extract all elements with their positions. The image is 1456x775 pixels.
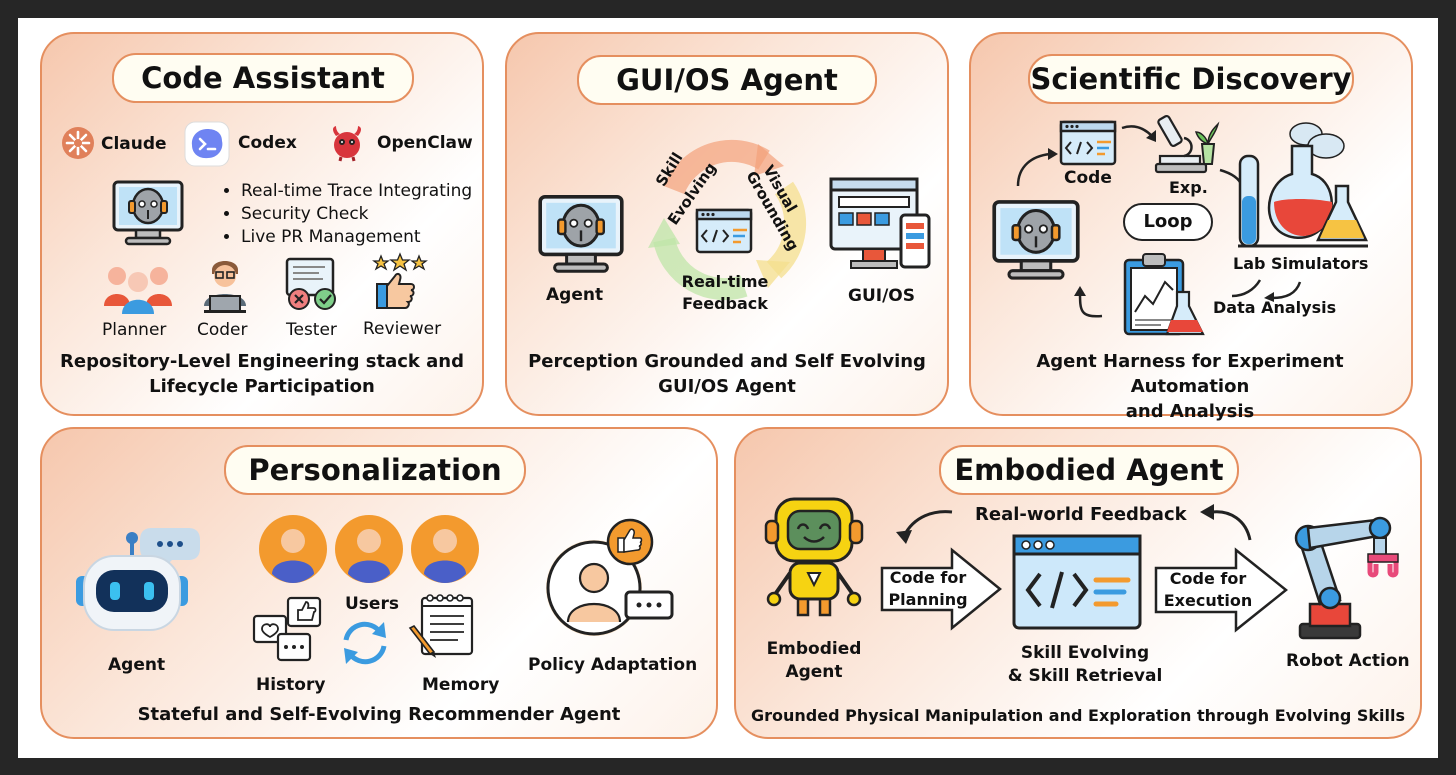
agent-label-line: Embodied (766, 639, 862, 659)
skill-code-window-icon (1012, 534, 1142, 630)
users-label: Users (345, 594, 399, 614)
skill-label-line: & Skill Retrieval (1007, 666, 1163, 686)
gui-screens-icon (829, 177, 931, 269)
title-code-assistant: Code Assistant (112, 53, 414, 103)
title-gui-os-agent: GUI/OS Agent (577, 55, 877, 105)
arrow-label-line: Execution (1163, 591, 1253, 610)
caption-line: Lifecycle Participation (149, 376, 375, 397)
memory-label: Memory (422, 675, 500, 695)
cycle-label-line: Feedback (682, 294, 768, 313)
code-for-planning-label: Code for Planning (880, 567, 976, 611)
robot-action-label: Robot Action (1286, 651, 1410, 671)
user-avatar-icon (335, 515, 403, 583)
evolution-cycle-arrows-icon (648, 139, 807, 301)
scientific-agent-monitor-icon (992, 200, 1080, 280)
caption-line: Agent Harness for Experiment Automation (1036, 351, 1344, 397)
claude-logo-icon (62, 127, 94, 159)
caption-scientific-discovery: Agent Harness for Experiment Automation … (980, 349, 1400, 424)
robot-monitor-icon (112, 180, 184, 246)
caption-line: Repository-Level Engineering stack and (60, 351, 464, 372)
skill-evolving-retrieval-label: Skill Evolving & Skill Retrieval (1000, 642, 1170, 688)
lab-flasks-icon (1238, 122, 1368, 248)
tool-codex-label: Codex (238, 133, 297, 153)
skill-label-line: Skill Evolving (1020, 643, 1150, 663)
data-clipboard-icon (1123, 253, 1205, 336)
code-window-small-icon (1059, 120, 1117, 166)
role-tester-label: Tester (286, 320, 337, 340)
role-reviewer-label: Reviewer (363, 319, 442, 339)
coder-person-icon (204, 261, 246, 313)
caption-personalization: Stateful and Self-Evolving Recommender A… (137, 704, 621, 725)
loop-badge: Loop (1123, 203, 1213, 241)
history-label: History (256, 675, 326, 695)
codex-logo-icon (184, 121, 230, 167)
role-coder-label: Coder (197, 320, 248, 340)
openclaw-logo-icon (333, 126, 361, 162)
title-personalization: Personalization (224, 445, 526, 495)
code-for-execution-label: Code for Execution (1156, 568, 1260, 612)
user-avatar-icon (259, 515, 327, 583)
gui-os-target-label: GUI/OS (848, 286, 915, 306)
arrow-label-line: Planning (888, 590, 968, 609)
history-chat-icon (252, 596, 322, 662)
agent-label-line: Agent (785, 662, 843, 682)
caption-line: Perception Grounded and Self Evolving (528, 351, 926, 372)
tool-openclaw-label: OpenClaw (377, 133, 473, 153)
arrow-label-line: Code for (889, 568, 967, 587)
feedback-arrow-left-icon (896, 510, 953, 544)
chatbot-agent-icon (76, 528, 200, 631)
cycle-label-line: Real-time (681, 272, 769, 291)
embodied-agent-label: Embodied Agent (752, 638, 876, 684)
gui-agent-label: Agent (546, 285, 604, 305)
code-window-icon (695, 208, 753, 254)
user-avatar-icon (411, 515, 479, 583)
execution-arrow-shape (1154, 547, 1289, 633)
microscope-icon (1154, 115, 1220, 174)
feature-item: Real-time Trace Integrating (241, 180, 472, 203)
feedback-arrow-right-icon (1200, 504, 1252, 541)
caption-embodied-agent: Grounded Physical Manipulation and Explo… (750, 706, 1405, 725)
policy-adaptation-label: Policy Adaptation (528, 655, 698, 675)
real-world-feedback-label: Real-world Feedback (975, 504, 1187, 525)
caption-gui-os-agent: Perception Grounded and Self Evolving GU… (517, 349, 937, 399)
code-assistant-feature-list: Real-time Trace Integrating Security Che… (219, 180, 472, 249)
arrow-label-line: Code for (1169, 569, 1247, 588)
data-analysis-label: Data Analysis (1213, 298, 1337, 317)
caption-line: and Analysis (1125, 401, 1255, 422)
sync-arrows-icon (343, 621, 387, 665)
loop-arrows-icon (1016, 125, 1262, 318)
lab-simulators-label: Lab Simulators (1233, 254, 1369, 273)
personalization-agent-label: Agent (108, 655, 166, 675)
feature-item: Security Check (241, 203, 472, 226)
scientific-exp-label: Exp. (1169, 178, 1208, 197)
loop-label: Loop (1143, 211, 1193, 232)
role-planner-label: Planner (102, 320, 167, 340)
robot-arm-icon (1294, 516, 1399, 640)
tool-claude-label: Claude (101, 134, 167, 154)
title-scientific-discovery: Scientific Discovery (1028, 54, 1354, 104)
scientific-code-label: Code (1064, 168, 1112, 188)
reviewer-rating-icon (372, 252, 428, 309)
embodied-robot-icon (764, 497, 864, 617)
loop-arrow-bottom-right-icon (1264, 281, 1302, 302)
cycle-realtime-feedback-label: Real-time Feedback (670, 271, 780, 315)
feature-item: Live PR Management (241, 226, 472, 249)
tester-screen-icon (285, 257, 336, 310)
memory-notebook-icon (408, 594, 474, 658)
caption-code-assistant: Repository-Level Engineering stack and L… (52, 349, 472, 399)
planner-team-icon (104, 267, 172, 314)
agent-robot-monitor-icon (538, 195, 624, 273)
caption-line: GUI/OS Agent (658, 376, 796, 397)
policy-adaptation-icon (546, 518, 674, 636)
title-embodied-agent: Embodied Agent (939, 445, 1239, 495)
planning-arrow-shape (880, 547, 1002, 631)
